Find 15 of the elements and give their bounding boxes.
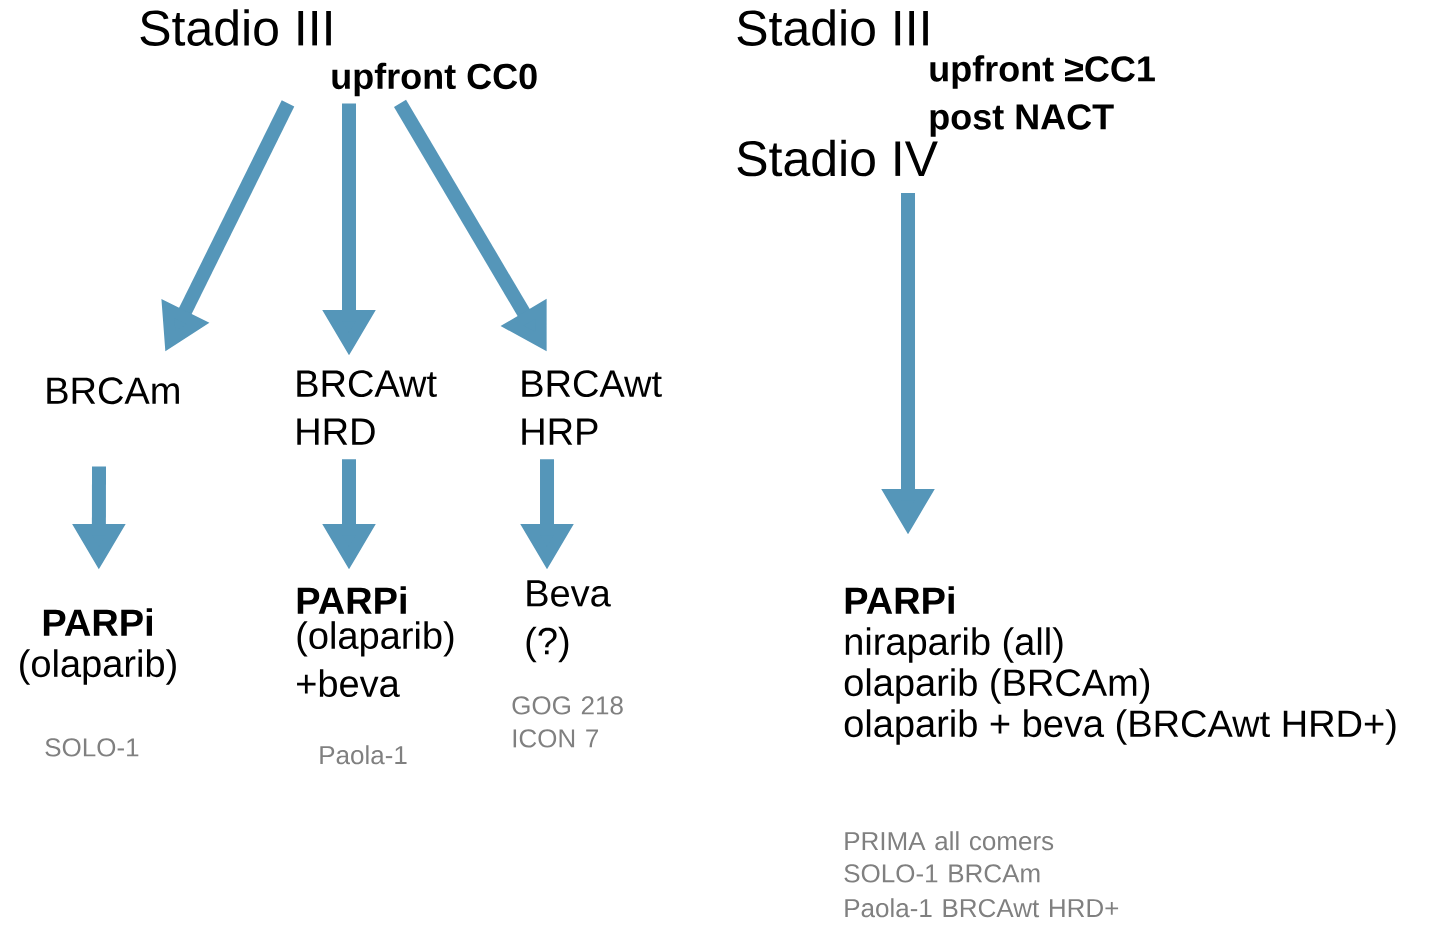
label-text: BRCAwt HRP — [522, 370, 662, 445]
label-text: PARPi (olaparib) — [20, 608, 176, 685]
stage-heading: Stadio III upfront CC0 — [140, 9, 537, 97]
trial-note: PRIMA all comers — [845, 831, 1054, 851]
label-text: BRCAm — [47, 377, 179, 405]
label-text: PARPi (olaparib) +beva — [297, 586, 454, 698]
trial-note: SOLO-1 — [45, 738, 139, 757]
trial-note: GOG 218 ICON 7 — [512, 696, 623, 748]
trial-note: SOLO-1 BRCAm — [844, 864, 1040, 883]
label-text: Beva (?) — [526, 580, 611, 663]
label-text: PARPi niraparib (all) olaparib (BRCAm) olaparib + beva (BRCAwt HRD+) — [844, 586, 1396, 745]
label-text: BRCAwt HRD — [297, 370, 437, 445]
trial-note: Paola-1 — [320, 745, 407, 765]
trial-note: Paola-1 BRCAwt HRD+ — [845, 898, 1119, 918]
stage-heading: Stadio III upfront ≥CC1 post NACT Stadio IV — [737, 9, 1155, 177]
